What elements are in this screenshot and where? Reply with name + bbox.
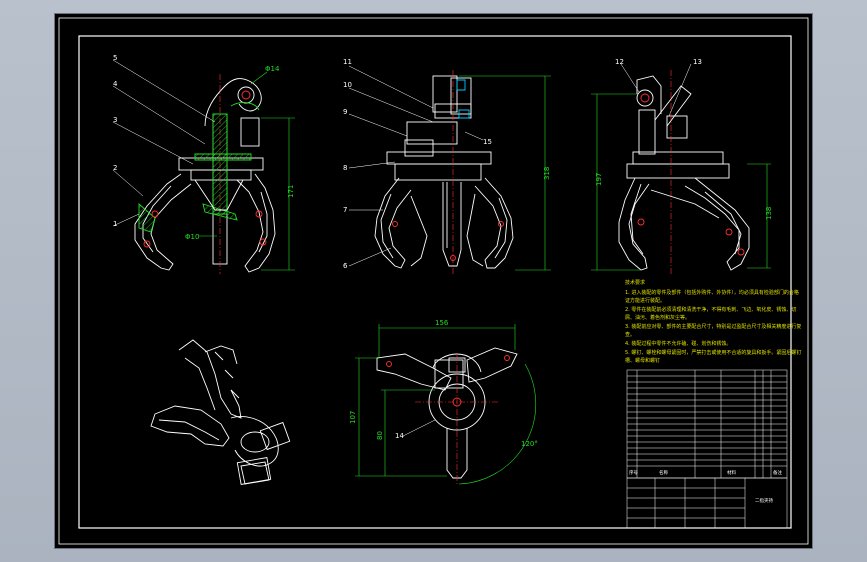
front-leader-lines: [112, 59, 216, 227]
right-view: [618, 70, 750, 274]
parts-header-material: 材料: [727, 469, 736, 476]
side-leader-lines: [348, 65, 484, 267]
front-height-dim: 171: [287, 185, 295, 198]
front-dia-small-dim: Φ10: [185, 233, 199, 241]
notes-line-2: 证方能进行装配。: [625, 297, 665, 304]
top-leader-14: 14: [395, 432, 404, 440]
right-leader-12: 12: [615, 58, 624, 66]
side-leader-6: 6: [343, 262, 348, 270]
inner-border: [78, 35, 792, 529]
notes-line-6: 查。: [625, 331, 635, 338]
side-view-dimensions: [459, 75, 551, 271]
notes-line-3: 2. 零件在装配前必须清理和清洗干净，不得有毛刺、飞边、氧化皮、锈蚀、切: [625, 306, 796, 313]
front-leader-3: 3: [113, 116, 117, 124]
outer-border: [58, 17, 809, 545]
table-row-lines: [627, 375, 787, 467]
parts-header-name: 名称: [659, 469, 668, 476]
top-inner-dim: 80: [376, 431, 384, 440]
notes-line-7: 4. 装配过程中零件不允许磕、碰、划伤和锈蚀。: [625, 340, 731, 347]
top-angle-dim: 120°: [521, 440, 538, 448]
notes-line-4: 屑、油污、着色剂和灰尘等。: [625, 314, 690, 321]
top-width-dim: 156: [435, 319, 449, 327]
side-leader-8: 8: [343, 164, 347, 172]
side-leader-10: 10: [343, 81, 352, 89]
front-leader-2: 2: [113, 164, 117, 172]
drawing-sheet[interactable]: 171 Φ10 Φ14 1 2 3 4 5: [54, 13, 813, 549]
front-leader-1: 1: [113, 220, 117, 228]
side-view: [374, 70, 514, 276]
right-leader-lines: [620, 63, 692, 117]
notes-title: 技术要求: [625, 279, 645, 286]
notes-line-8: 5. 螺钉、螺栓和螺母紧固时，严禁打击或使用不合适的旋具和扳手。紧固后螺钉: [625, 349, 801, 356]
side-leader-15: 15: [483, 138, 492, 146]
notes-line-1: 1. 进入装配的零件及部件（包括外购件、外协件），均必须具有检验部门的合格: [625, 289, 799, 296]
right-height-outer-dim: 197: [595, 173, 603, 186]
parts-header-index: 序号: [629, 469, 638, 476]
side-leader-9: 9: [343, 108, 347, 116]
front-leader-5: 5: [113, 54, 117, 62]
top-leader-line: [402, 419, 436, 437]
notes-line-5: 3. 装配前应对零、部件的主要配合尺寸，特别是过盈配合尺寸及相关精度进行复: [625, 323, 801, 330]
side-leader-7: 7: [343, 206, 347, 214]
technical-notes: 技术要求 1. 进入装配的零件及部件（包括外购件、外协件），均必须具有检验部门的…: [625, 279, 801, 364]
right-height-inner-dim: 138: [765, 207, 773, 220]
top-view-dimensions: [355, 324, 537, 485]
isometric-view: [150, 339, 291, 485]
title-block-drawing-name: 二指夹持: [755, 497, 773, 504]
top-view: [376, 347, 518, 484]
side-height-dim: 318: [543, 167, 551, 180]
notes-line-9: 槽、螺母和螺钉: [625, 357, 660, 364]
top-depth-dim: 107: [349, 411, 357, 424]
front-section-view: [134, 74, 276, 274]
right-view-dimensions: [591, 93, 771, 271]
front-view-dimensions: [199, 71, 295, 271]
parts-list-table: [626, 369, 788, 529]
side-leader-11: 11: [343, 58, 352, 66]
right-leader-13: 13: [693, 58, 702, 66]
parts-header-remark: 备注: [773, 469, 782, 476]
front-dia-top-dim: Φ14: [265, 65, 280, 73]
drawing-canvas: 171 Φ10 Φ14 1 2 3 4 5: [58, 17, 809, 545]
front-leader-4: 4: [113, 80, 118, 88]
